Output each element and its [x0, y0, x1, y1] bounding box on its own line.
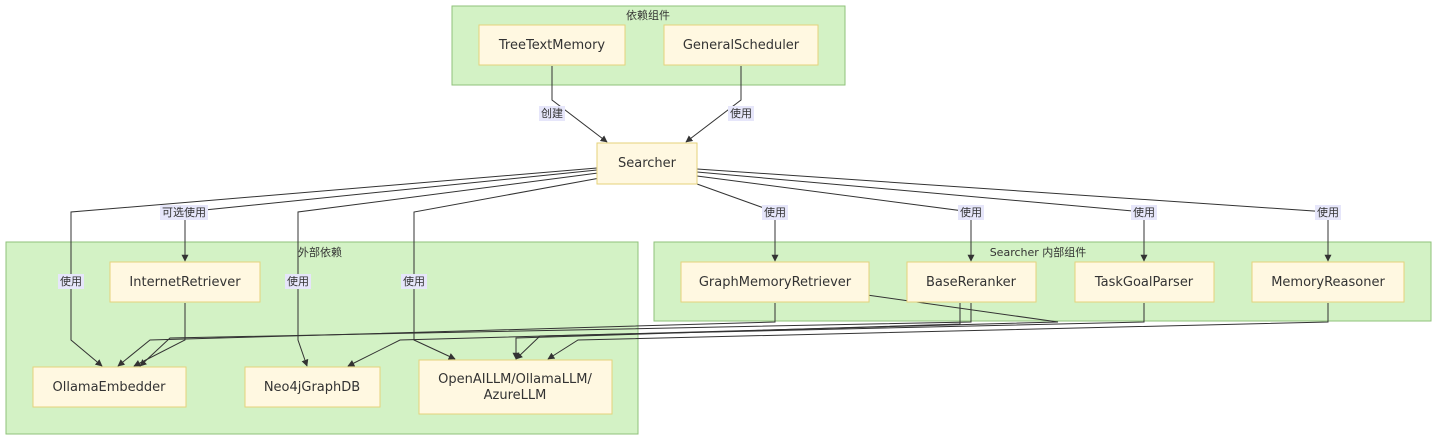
svg-text:使用: 使用 [764, 206, 786, 219]
svg-text:使用: 使用 [730, 107, 752, 120]
svg-text:TaskGoalParser: TaskGoalParser [1094, 275, 1194, 290]
svg-text:创建: 创建 [541, 106, 563, 120]
node-graph-memory-retriever: GraphMemoryRetriever [680, 261, 870, 303]
cluster-dependencies-label: 依赖组件 [626, 8, 670, 22]
edge-label-taskgoalparser-use: 使用 [1131, 205, 1157, 220]
svg-text:使用: 使用 [287, 275, 309, 288]
edge-label-gmr-use: 使用 [762, 205, 788, 220]
node-llm: OpenAILLM/OllamaLLM/ AzureLLM [418, 359, 613, 415]
edge-reasoner-to-llm [547, 303, 1329, 360]
edge-label-embedder-use: 使用 [58, 274, 84, 289]
edge-internet-to-embedder [133, 303, 186, 367]
edge-tree-to-searcher [551, 66, 608, 143]
edge-labels: 创建 使用 可选使用 使用 使用 使用 使用 使用 [58, 106, 1341, 289]
node-memory-reasoner: MemoryReasoner [1251, 261, 1405, 303]
svg-text:OpenAILLM/OllamaLLM/: OpenAILLM/OllamaLLM/ [438, 372, 592, 387]
node-tree-text-memory: TreeTextMemory [478, 24, 626, 66]
svg-text:AzureLLM: AzureLLM [484, 388, 547, 403]
edge-label-reasoner-use: 使用 [1315, 205, 1341, 220]
svg-text:使用: 使用 [1133, 206, 1155, 219]
edge-taskgoalparser-to-llm [515, 303, 1145, 360]
svg-text:可选使用: 可选使用 [162, 206, 206, 219]
svg-text:BaseReranker: BaseReranker [926, 275, 1017, 290]
edge-label-scheduler-use: 使用 [728, 106, 754, 121]
edge-scheduler-to-searcher [685, 66, 742, 143]
svg-text:GraphMemoryRetriever: GraphMemoryRetriever [699, 275, 852, 290]
svg-text:使用: 使用 [403, 275, 425, 288]
svg-text:TreeTextMemory: TreeTextMemory [498, 38, 606, 53]
edge-label-reranker-use: 使用 [958, 205, 984, 220]
edge-label-optional-use: 可选使用 [160, 205, 208, 220]
svg-text:MemoryReasoner: MemoryReasoner [1271, 275, 1385, 290]
svg-text:Neo4jGraphDB: Neo4jGraphDB [264, 380, 360, 395]
svg-text:OllamaEmbedder: OllamaEmbedder [52, 380, 166, 395]
node-general-scheduler: GeneralScheduler [663, 24, 819, 66]
edge-gmr-to-embedder [117, 303, 776, 367]
svg-text:InternetRetriever: InternetRetriever [129, 275, 241, 290]
edge-reranker-to-embedder [139, 303, 972, 367]
svg-text:使用: 使用 [60, 275, 82, 288]
node-ollama-embedder: OllamaEmbedder [32, 366, 187, 408]
node-task-goal-parser: TaskGoalParser [1074, 261, 1215, 303]
node-searcher: Searcher [596, 142, 698, 185]
edge-label-neo4j-use: 使用 [285, 274, 311, 289]
cluster-external-label: 外部依赖 [298, 245, 342, 259]
edge-label-create: 创建 [539, 106, 565, 121]
node-internet-retriever: InternetRetriever [109, 261, 261, 303]
svg-text:Searcher: Searcher [618, 156, 677, 171]
svg-text:使用: 使用 [960, 206, 982, 219]
cluster-internal-label: Searcher 内部组件 [990, 245, 1087, 259]
edge-label-llm-use: 使用 [401, 274, 427, 289]
node-base-reranker: BaseReranker [906, 261, 1037, 303]
svg-text:GeneralScheduler: GeneralScheduler [683, 38, 800, 53]
svg-text:使用: 使用 [1317, 206, 1339, 219]
node-neo4j-graphdb: Neo4jGraphDB [244, 366, 381, 408]
